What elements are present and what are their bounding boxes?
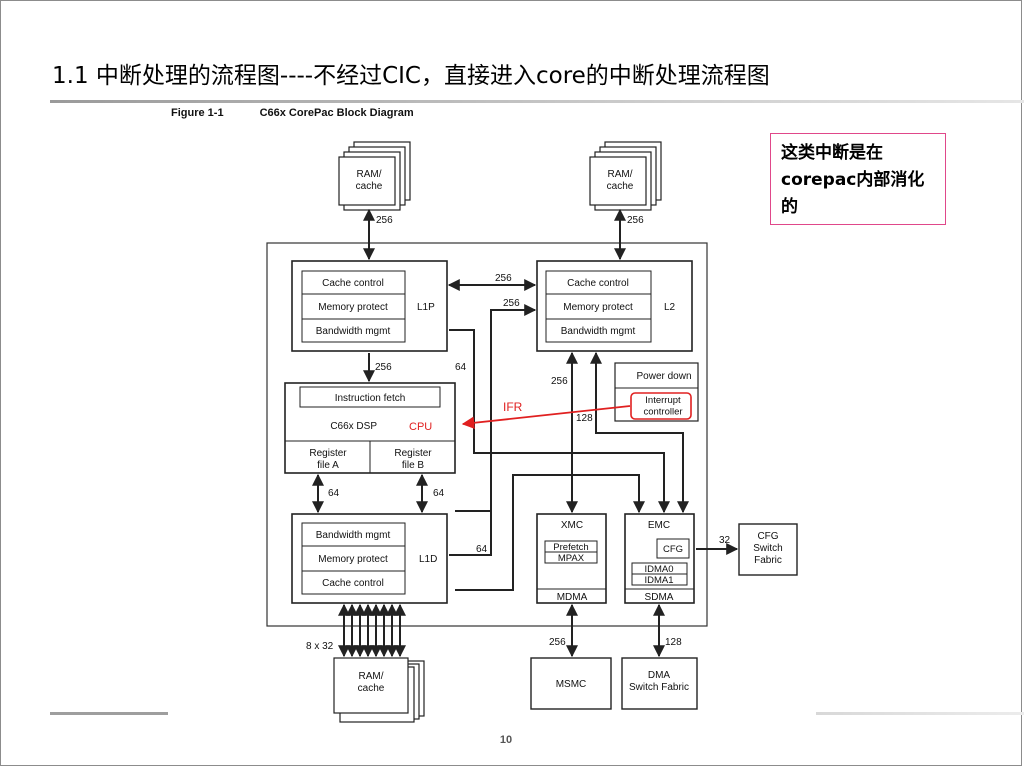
cpu-annotation: CPU: [409, 421, 432, 433]
power-down-label: Power down: [636, 371, 691, 382]
corepac-boundary: [266, 242, 708, 627]
ram-cache-top-right: RAM/cache: [589, 141, 662, 211]
bus-label-l1d-l2: 64: [476, 544, 488, 555]
xmc-title: XMC: [561, 520, 583, 531]
ram-top-right-label: RAM/cache: [607, 169, 634, 192]
l2-block: Cache control Memory protect Bandwidth m…: [536, 260, 693, 352]
footer-rule-left: [50, 712, 168, 715]
footer-rule-right: [816, 712, 1024, 715]
l2-row-1: Cache control: [567, 278, 629, 289]
bus-label-l2-xmc: 256: [551, 376, 568, 387]
l1d-row-2: Memory protect: [318, 554, 388, 565]
msmc-label: MSMC: [556, 679, 587, 690]
bus-label-ram-l1p: 256: [376, 215, 393, 226]
l2-label: L2: [664, 302, 676, 313]
ram-bottom-label: RAM/cache: [358, 671, 385, 694]
emc-cfg-label: CFG: [663, 544, 683, 555]
ram-top-left-label: RAM/cache: [356, 169, 383, 192]
msmc-block: MSMC: [530, 657, 612, 710]
l1p-label: L1P: [417, 302, 435, 313]
note-text: 这类中断是在corepac内部消化的: [781, 143, 925, 217]
figure-caption: Figure 1-1 C66x CorePac Block Diagram: [171, 107, 414, 119]
xmc-block: XMC Prefetch MPAX MDMA: [536, 513, 607, 604]
bus-label-l1p-l2-a: 256: [495, 273, 512, 284]
bus-connections: [312, 208, 739, 658]
l2-row-3: Bandwidth mgmt: [561, 326, 636, 337]
l1d-row-1: Bandwidth mgmt: [316, 530, 391, 541]
l1p-block: Cache control Memory protect Bandwidth m…: [291, 260, 448, 352]
l1p-row-2: Memory protect: [318, 302, 388, 313]
bus-label-emc-dma: 128: [665, 637, 682, 648]
l1p-row-1: Cache control: [322, 278, 384, 289]
emc-block: EMC CFG IDMA0 IDMA1 SDMA: [624, 513, 695, 604]
slide-title: 1.1 中断处理的流程图----不经过CIC，直接进入core的中断处理流程图: [52, 63, 770, 89]
bus-label-xmc-msmc: 256: [549, 637, 566, 648]
figure-number: Figure 1-1: [171, 107, 224, 119]
bus-label-dsp-l1d-a: 64: [328, 488, 340, 499]
bus-label-ram-l1d: 8 x 32: [306, 641, 334, 652]
bus-label-l1p-dsp: 256: [375, 362, 392, 373]
bus-width-labels: 256 256 256 256 256 64 256 128 64 64 64 …: [306, 215, 731, 652]
note-callout: 这类中断是在corepac内部消化的: [770, 133, 946, 225]
bus-label-emc-cfg: 32: [719, 535, 731, 546]
instruction-fetch-label: Instruction fetch: [335, 393, 406, 404]
title-underline: [50, 100, 1024, 103]
l1p-row-3: Bandwidth mgmt: [316, 326, 391, 337]
bus-label-l2-emc: 128: [576, 413, 593, 424]
mdma-label: MDMA: [557, 592, 588, 603]
figure-title: C66x CorePac Block Diagram: [259, 107, 414, 119]
emc-title: EMC: [648, 520, 670, 531]
prefetch-label: Prefetch: [553, 542, 588, 553]
page-number: 10: [499, 734, 513, 746]
l2-row-2: Memory protect: [563, 302, 633, 313]
mpax-label: MPAX: [558, 553, 585, 564]
idma1-label: IDMA1: [644, 575, 673, 586]
l1d-ram-multibus: [338, 603, 406, 658]
sdma-label: SDMA: [645, 592, 674, 603]
ram-cache-bottom: RAM/cache: [333, 657, 425, 723]
l1d-row-3: Cache control: [322, 578, 384, 589]
ifr-annotation: IFR: [461, 400, 631, 430]
bus-label-l1p-l1d: 64: [455, 362, 467, 373]
dsp-name-label: C66x DSP: [330, 421, 377, 432]
l1d-label: L1D: [419, 554, 437, 565]
l1d-block: Bandwidth mgmt Memory protect Cache cont…: [291, 513, 448, 604]
bus-label-ram-l2: 256: [627, 215, 644, 226]
idma0-label: IDMA0: [644, 564, 673, 575]
bus-label-dsp-l1d-b: 64: [433, 488, 445, 499]
ifr-label: IFR: [503, 400, 523, 414]
ram-cache-top-left: RAM/cache: [338, 141, 411, 211]
bus-label-l1p-l2-b: 256: [503, 298, 520, 309]
